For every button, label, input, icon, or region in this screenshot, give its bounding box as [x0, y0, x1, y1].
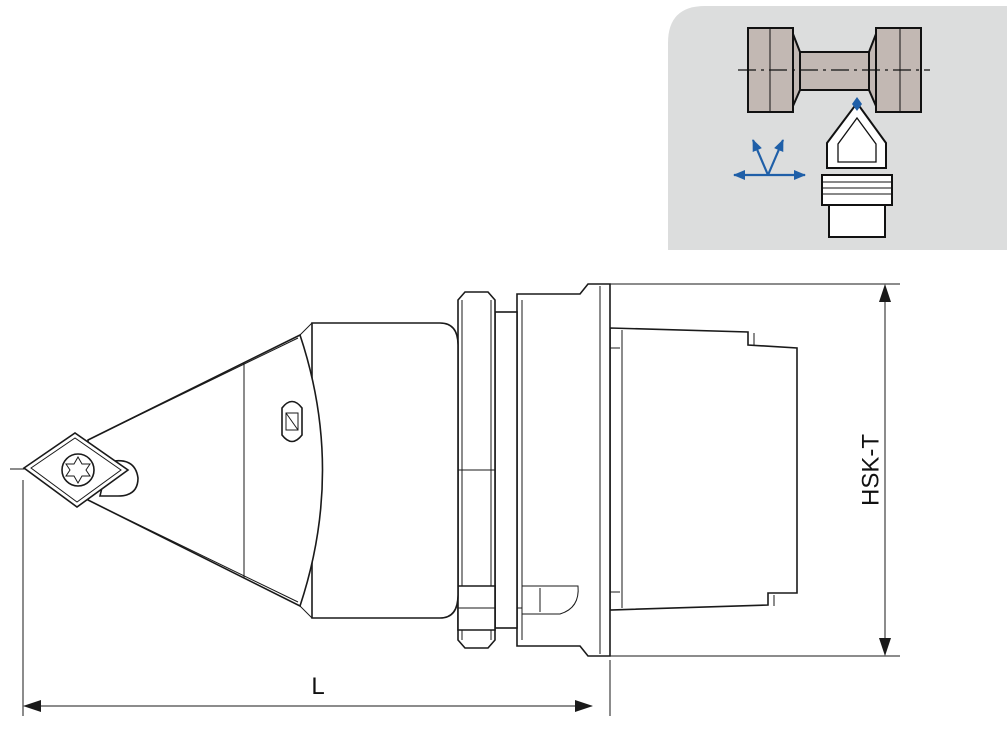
tool-body	[87, 322, 459, 619]
dimension-hsk-label: HSK-T	[857, 434, 884, 506]
dimension-length-label: L	[311, 673, 324, 700]
inset-tool	[821, 97, 893, 238]
feed-direction-arrows	[733, 139, 806, 180]
tool-holder: L HSK-T	[10, 283, 900, 716]
torx-screw-icon	[65, 455, 91, 485]
cutting-insert	[22, 432, 130, 508]
insert-tip	[852, 97, 862, 111]
hsk-shank	[609, 327, 798, 611]
flange	[516, 283, 611, 657]
gripper-groove	[457, 291, 522, 649]
operation-inset	[668, 6, 1007, 250]
dimension-L: L	[22, 480, 611, 716]
coolant-hole	[281, 400, 303, 443]
dimension-hsk: HSK-T	[610, 283, 900, 657]
workpiece	[738, 27, 930, 113]
